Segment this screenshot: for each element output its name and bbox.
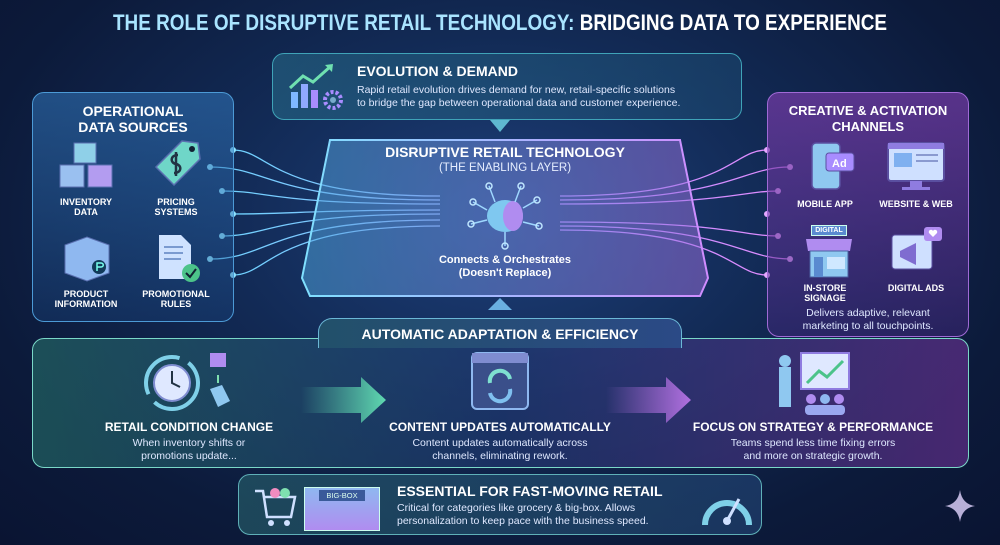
evolution-heading: EVOLUTION & DEMAND (357, 63, 518, 79)
arrow-right-icon (301, 377, 386, 423)
mobile-ad-icon: Ad (811, 142, 855, 190)
speedometer-icon (702, 498, 752, 526)
essential-text-line2: personalization to keep pace with the bu… (397, 515, 649, 527)
essential-retail-panel: BIG-BOX ESSENTIAL FOR FAST-MOVING RETAIL… (238, 474, 762, 535)
channels-desc-line2: marketing to all touchpoints. (802, 320, 934, 332)
pointer-down-icon (490, 120, 510, 132)
presentation-team-icon (779, 352, 850, 415)
monitor-icon (887, 142, 945, 190)
document-check-icon (159, 235, 200, 282)
ad-badge: Ad (832, 158, 847, 170)
sources-heading-line1: OPERATIONAL (82, 103, 184, 119)
step-strategy-title: FOCUS ON STRATEGY & PERFORMANCE (692, 420, 934, 434)
product-box-icon (64, 236, 110, 282)
channel-website-label: WEBSITE & WEB (879, 199, 953, 209)
tech-subheading: (THE ENABLING LAYER) (438, 162, 572, 174)
channels-desc-line1: Delivers adaptive, relevant (806, 307, 930, 319)
brain-network-icon (467, 182, 543, 250)
channels-heading-line2: CHANNELS (831, 119, 905, 134)
clock-cycle-icon (144, 353, 230, 411)
sources-heading-line2: DATA SOURCES (78, 119, 188, 135)
disruptive-retail-technology-panel: DISRUPTIVE RETAIL TECHNOLOGY (THE ENABLI… (300, 138, 710, 298)
evolution-text-line1: Rapid retail evolution drives demand for… (357, 84, 676, 96)
automation-heading-tab: AUTOMATIC ADAPTATION & EFFICIENCY (318, 318, 682, 348)
tech-text-line1: Connects & Orchestrates (438, 254, 572, 266)
channel-mobile-label: MOBILE APP (797, 199, 853, 209)
channel-ads-label: DIGITAL ADS (887, 283, 945, 293)
step-retail-change-line1: When inventory shifts or (132, 437, 246, 449)
tech-text-line2: (Doesn't Replace) (458, 267, 552, 279)
page-title: THE ROLE OF DISRUPTIVE RETAIL TECHNOLOGY… (112, 10, 888, 35)
shopping-cart-icon (255, 488, 297, 526)
storefront-icon (806, 239, 852, 278)
automation-heading: AUTOMATIC ADAPTATION & EFFICIENCY (361, 326, 639, 342)
evolution-demand-panel: EVOLUTION & DEMAND Rapid retail evolutio… (272, 53, 742, 120)
step-retail-change-title: RETAIL CONDITION CHANGE (104, 420, 274, 434)
channels-heading-line1: CREATIVE & ACTIVATION (788, 103, 948, 118)
megaphone-icon (891, 227, 942, 270)
sparkle-icon (945, 490, 975, 522)
step-content-updates-line1: Content updates automatically across (412, 437, 588, 449)
boxes-icon (59, 142, 113, 188)
automation-panel: RETAIL CONDITION CHANGE When inventory s… (32, 338, 969, 468)
step-strategy-line1: Teams spend less time fixing errors (730, 437, 896, 449)
evolution-text-line2: to bridge the gap between operational da… (357, 97, 681, 109)
tech-heading: DISRUPTIVE RETAIL TECHNOLOGY (385, 144, 625, 160)
step-content-updates-line2: channels, eliminating rework. (432, 450, 568, 462)
price-tag-icon (154, 140, 201, 187)
growth-chart-gear-icon (288, 64, 343, 110)
refresh-window-icon (471, 352, 529, 410)
storefront-sign: DIGITAL (811, 225, 847, 236)
step-strategy-line2: and more on strategic growth. (743, 450, 883, 462)
step-retail-change-line2: promotions update... (141, 450, 237, 462)
essential-text-line1: Critical for categories like grocery & b… (397, 502, 636, 514)
arrow-right-icon (606, 377, 691, 423)
essential-heading: ESSENTIAL FOR FAST-MOVING RETAIL (397, 483, 663, 499)
step-content-updates-title: CONTENT UPDATES AUTOMATICALLY (389, 420, 611, 434)
big-box-store-sign: BIG-BOX (319, 490, 365, 501)
